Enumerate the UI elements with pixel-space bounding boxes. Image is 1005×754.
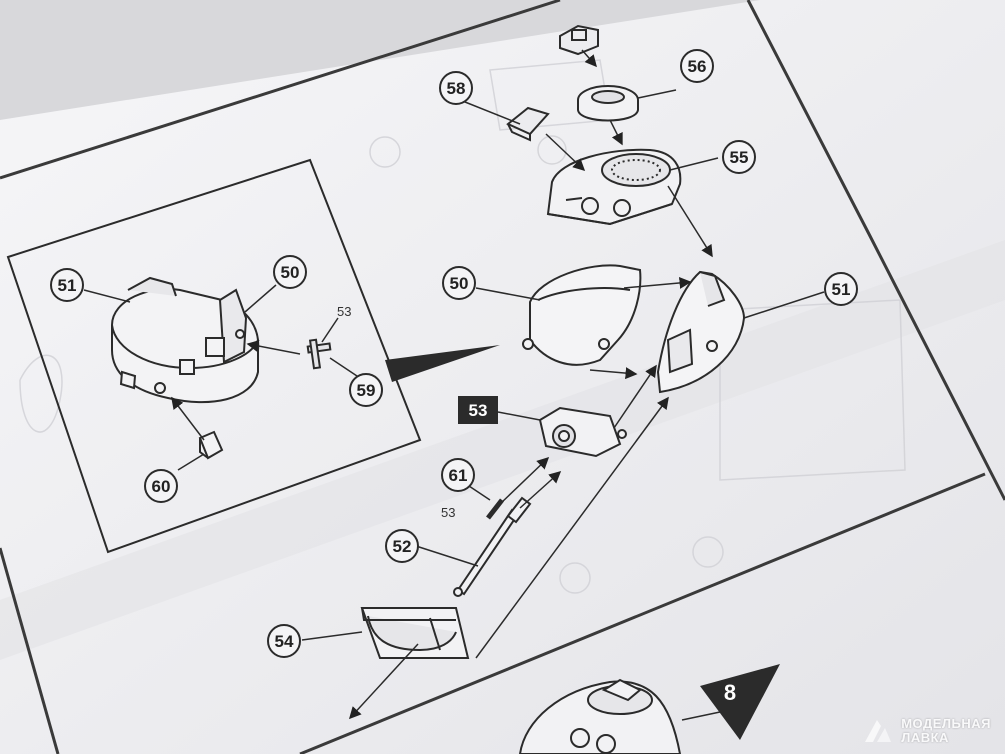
inset-detail-box: [6, 158, 422, 554]
watermark-line-2: ЛАВКА: [901, 730, 949, 745]
svg-text:56: 56: [688, 57, 707, 76]
part-56-ring: [577, 85, 639, 122]
svg-text:54: 54: [275, 632, 294, 651]
watermark-line-1: МОДЕЛЬНАЯ: [901, 716, 991, 731]
svg-text:60: 60: [152, 477, 171, 496]
svg-text:51: 51: [58, 276, 77, 295]
part-53-gun-mount: [538, 406, 627, 458]
step-divider-line: [299, 472, 986, 754]
svg-text:51: 51: [832, 280, 851, 299]
paper-fold: [0, 240, 1005, 660]
svg-text:53: 53: [469, 401, 488, 420]
part-57-clip: [559, 24, 599, 56]
main-leaders: [301, 49, 825, 720]
callout-50: 50: [442, 266, 476, 300]
svg-text:61: 61: [449, 466, 468, 485]
label-53-inset: 53: [337, 304, 351, 319]
inset-turret-assembly: [111, 276, 260, 404]
svg-text:59: 59: [357, 381, 376, 400]
next-step-leader: [681, 711, 721, 721]
page-border-top: [0, 0, 561, 180]
svg-text:52: 52: [393, 537, 412, 556]
page-border-left: [0, 547, 60, 754]
watermark-logo-icon: [865, 720, 892, 742]
callout-61: 61: [441, 458, 475, 492]
callout-60: 60: [144, 469, 178, 503]
part-58: [506, 106, 550, 142]
callout-51-inset: 51: [50, 268, 84, 302]
part-callouts: 51 50 59 60 58 56 55 50: [50, 49, 858, 658]
callout-52: 52: [385, 529, 419, 563]
callout-50-inset: 50: [273, 255, 307, 289]
svg-text:58: 58: [447, 79, 466, 98]
callout-51: 51: [824, 272, 858, 306]
inset-leaders: [83, 284, 361, 471]
callout-55: 55: [722, 140, 756, 174]
callout-58: 58: [439, 71, 473, 105]
inset-part-59: [306, 338, 332, 370]
part-54-mantlet: [360, 607, 470, 659]
svg-text:55: 55: [730, 148, 749, 167]
callout-53-box: 53: [458, 396, 498, 424]
label-53-small: 53: [441, 505, 455, 520]
callout-56: 56: [680, 49, 714, 83]
svg-text:50: 50: [281, 263, 300, 282]
watermark: МОДЕЛЬНАЯ ЛАВКА: [861, 716, 991, 746]
inset-callout-pointer: [385, 345, 500, 382]
part-50-shield: [522, 264, 642, 366]
inset-part-60: [198, 430, 224, 460]
part-61-pin: [486, 498, 504, 520]
svg-text:50: 50: [450, 274, 469, 293]
callout-59: 59: [349, 373, 383, 407]
part-51-turret-body: [656, 270, 746, 394]
step-triangle: [700, 664, 780, 740]
step-number: 8: [724, 680, 736, 705]
callout-54: 54: [267, 624, 301, 658]
next-step-preview: [518, 678, 682, 754]
page-border-right: [746, 0, 1005, 501]
